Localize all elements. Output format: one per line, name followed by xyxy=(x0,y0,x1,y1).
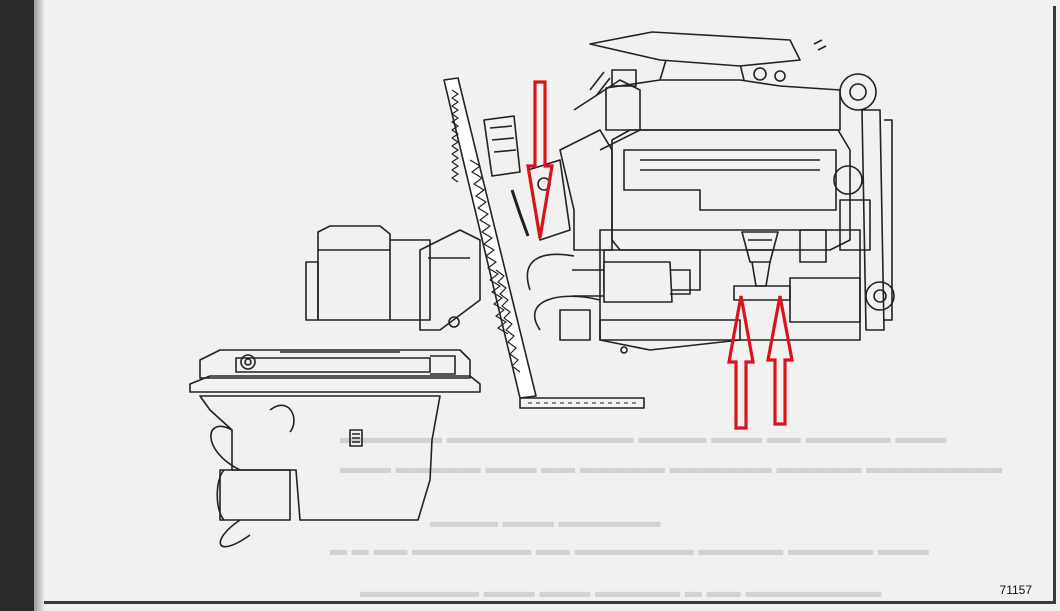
hoses xyxy=(526,253,601,341)
exhaust-riser xyxy=(559,71,641,251)
arrow-up-left xyxy=(727,295,755,430)
engine-block xyxy=(599,129,861,341)
drain-plug xyxy=(620,346,628,354)
figure-number: 71157 xyxy=(999,583,1032,597)
indicator-arrows xyxy=(526,80,794,430)
scan-edge-gradient xyxy=(34,0,44,611)
arrow-down-shift xyxy=(526,80,554,239)
scan-edge-shadow xyxy=(0,0,34,611)
gearcase xyxy=(199,395,441,521)
motion-marks xyxy=(813,39,827,51)
hull-bottom xyxy=(519,397,645,409)
starter-motor xyxy=(572,261,691,303)
propeller xyxy=(210,404,295,548)
arrow-up-right xyxy=(766,295,794,426)
shift-assembly xyxy=(483,115,571,241)
trim-cylinder xyxy=(199,349,471,379)
page-frame xyxy=(44,6,1056,604)
boat-transom xyxy=(443,77,537,399)
intake-manifold xyxy=(605,57,841,131)
oil-pan xyxy=(599,319,741,351)
cavitation-plate xyxy=(189,375,481,393)
flame-arrestor-cover xyxy=(589,31,801,67)
outdrive-upper-housing xyxy=(305,225,431,321)
gimbal-housing xyxy=(419,229,481,331)
front-pulley-belt xyxy=(833,73,893,331)
